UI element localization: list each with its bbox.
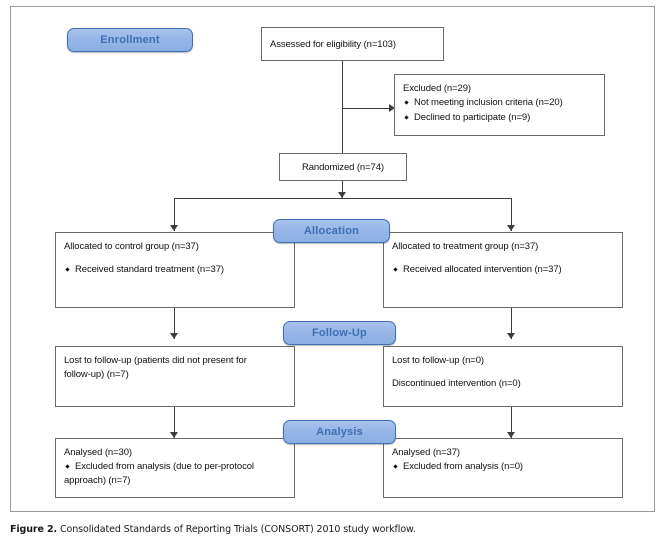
arrow-randomized-down-icon	[338, 192, 346, 198]
connector-control-to-followup	[174, 308, 175, 339]
arrow-to-allocated-control-icon	[170, 225, 178, 231]
stage-badge-analysis: Analysis	[283, 420, 396, 444]
excluded-bullet-2: Declined to participate (n=9)	[403, 111, 596, 125]
node-allocated-control: Allocated to control group (n=37) Receiv…	[55, 232, 295, 308]
arrow-to-analysis-control-icon	[170, 432, 178, 438]
connector-split-right-down	[511, 198, 512, 231]
analysis-treatment-title: Analysed (n=37)	[392, 447, 460, 458]
connector-treatment-to-followup	[511, 308, 512, 339]
excluded-bullet-list: Not meeting inclusion criteria (n=20) De…	[403, 96, 596, 125]
connector-followup-control-to-analysis	[174, 407, 175, 438]
node-randomized: Randomized (n=74)	[279, 153, 407, 181]
excluded-title: Excluded (n=29)	[403, 83, 471, 94]
node-analysis-control: Analysed (n=30) Excluded from analysis (…	[55, 438, 295, 498]
allocated-treatment-bullet-1: Received allocated intervention (n=37)	[392, 263, 614, 277]
arrow-to-followup-control-icon	[170, 333, 178, 339]
node-assessed-for-eligibility: Assessed for eligibility (n=103)	[261, 27, 444, 61]
arrow-to-allocated-treatment-icon	[507, 225, 515, 231]
assessed-text: Assessed for eligibility (n=103)	[270, 39, 396, 50]
connector-randomized-down	[342, 181, 343, 198]
excluded-bullet-1: Not meeting inclusion criteria (n=20)	[403, 96, 596, 110]
figure-caption-label: Figure 2.	[10, 524, 58, 535]
allocated-control-title: Allocated to control group (n=37)	[64, 241, 199, 252]
connector-assessed-to-randomized	[342, 61, 343, 153]
analysis-control-title: Analysed (n=30)	[64, 447, 132, 458]
connector-split-allocation	[174, 198, 511, 199]
allocated-control-bullet-list: Received standard treatment (n=37)	[64, 263, 286, 277]
connector-split-left-down	[174, 198, 175, 231]
node-allocated-treatment: Allocated to treatment group (n=37) Rece…	[383, 232, 623, 308]
stage-badge-followup: Follow-Up	[283, 321, 396, 345]
followup-treatment-line-2: Discontinued intervention (n=0)	[392, 377, 521, 389]
arrow-to-followup-treatment-icon	[507, 333, 515, 339]
randomized-text: Randomized (n=74)	[301, 162, 384, 173]
node-followup-treatment: Lost to follow-up (n=0) Discontinued int…	[383, 346, 623, 407]
followup-control-line-2: follow-up) (n=7)	[64, 368, 129, 380]
analysis-control-bullet-1: Excluded from analysis (due to per-proto…	[64, 460, 286, 474]
figure-caption: Figure 2. Consolidated Standards of Repo…	[10, 524, 650, 535]
allocated-treatment-title: Allocated to treatment group (n=37)	[392, 241, 539, 252]
analysis-treatment-bullet-list: Excluded from analysis (n=0)	[392, 460, 614, 474]
figure-caption-text: Consolidated Standards of Reporting Tria…	[60, 524, 416, 535]
analysis-control-bullet-list: Excluded from analysis (due to per-proto…	[64, 460, 286, 474]
allocated-control-bullet-1: Received standard treatment (n=37)	[64, 263, 286, 277]
analysis-treatment-bullet-1: Excluded from analysis (n=0)	[392, 460, 614, 474]
connector-followup-treatment-to-analysis	[511, 407, 512, 438]
arrow-to-analysis-treatment-icon	[507, 432, 515, 438]
allocated-treatment-bullet-list: Received allocated intervention (n=37)	[392, 263, 614, 277]
node-followup-control: Lost to follow-up (patients did not pres…	[55, 346, 295, 407]
connector-assessed-to-excluded	[342, 108, 392, 109]
followup-treatment-line-1: Lost to follow-up (n=0)	[392, 355, 484, 366]
arrow-to-excluded-icon	[389, 104, 395, 112]
figure-frame: Enrollment Assessed for eligibility (n=1…	[10, 6, 655, 512]
followup-control-line-1: Lost to follow-up (patients did not pres…	[64, 355, 247, 366]
node-excluded: Excluded (n=29) Not meeting inclusion cr…	[394, 74, 605, 136]
node-analysis-treatment: Analysed (n=37) Excluded from analysis (…	[383, 438, 623, 498]
stage-badge-allocation: Allocation	[273, 219, 390, 243]
stage-badge-enrollment: Enrollment	[67, 28, 193, 52]
analysis-control-bullet-1-continued: approach) (n=7)	[64, 474, 131, 486]
